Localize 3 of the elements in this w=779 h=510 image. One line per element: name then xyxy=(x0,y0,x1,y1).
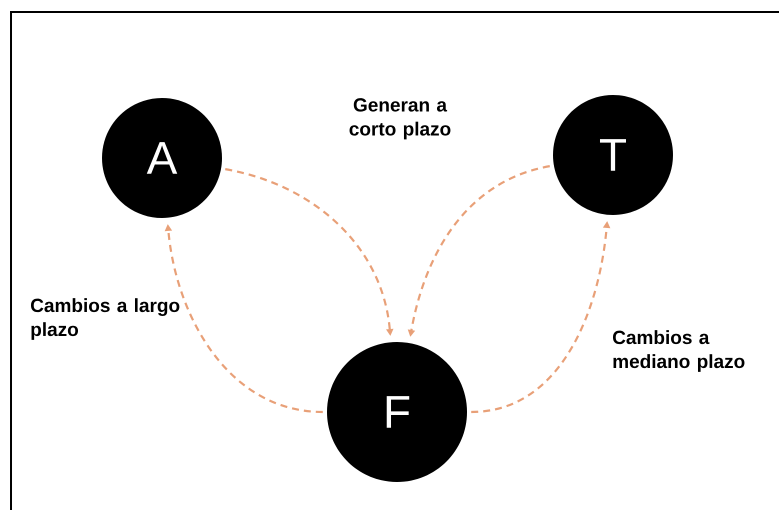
label: Cambios a largo plazo xyxy=(31,298,180,340)
label: Cambios a mediano plazo xyxy=(612,330,744,372)
label: Generan a corto plazo xyxy=(350,98,450,140)
